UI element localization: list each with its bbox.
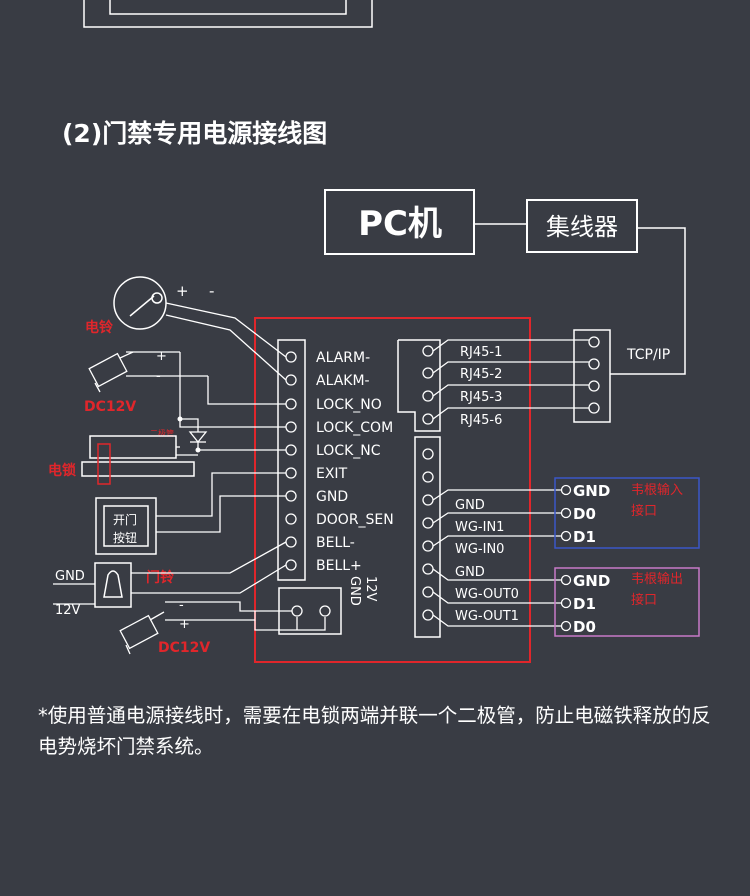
wiegand-terminal-strip [414, 436, 441, 638]
door-bell-12v: 12V [55, 603, 81, 618]
terminal-lock-nc: LOCK_NC [316, 443, 381, 459]
exit-button-label-1: 开门 [113, 512, 137, 527]
terminal-lock-com: LOCK_COM [316, 420, 393, 436]
dc-bottom-plus: + [179, 617, 190, 632]
wiegand-input-label-1: 韦根输入 [631, 482, 683, 498]
diode-label: 二极管 [150, 428, 174, 438]
wiegand-out-gnd: GND [573, 572, 610, 590]
wiegand-out-d0: D0 [573, 618, 596, 636]
rj45-wires [432, 339, 589, 420]
terminal-door-sen: DOOR_SEN [316, 512, 394, 528]
door-bell-icon [94, 562, 132, 608]
exit-button-label-2: 按钮 [113, 530, 137, 545]
terminal-exit: EXIT [316, 466, 348, 482]
terminal-gnd: GND [316, 489, 348, 505]
terminal-wg-gnd-1: GND [455, 498, 485, 513]
dc12v-top-label: DC12V [84, 399, 136, 415]
power-12v-label: 12V [363, 576, 378, 602]
dc12v-adapter-top-icon [88, 351, 134, 393]
wiring-note: *使用普通电源接线时，需要在电锁两端并联一个二极管，防止电磁铁释放的反电势烧坏门… [38, 704, 711, 758]
lock-label: 电锁 [48, 462, 76, 479]
wiegand-input-label-2: 接口 [631, 503, 657, 519]
left-terminal-labels: ALARM- ALAKM- LOCK_NO LOCK_COM LOCK_NC E… [316, 350, 394, 574]
terminal-wg-out1: WG-OUT1 [455, 609, 519, 624]
wiegand-output-box [554, 567, 700, 637]
pc-label: PC机 [358, 204, 442, 244]
junction-dots [177, 416, 201, 453]
terminal-lock-no: LOCK_NO [316, 397, 382, 413]
terminal-wg-out0: WG-OUT0 [455, 587, 519, 602]
section-title: (2)门禁专用电源接线图 [62, 119, 328, 148]
device-wires [53, 302, 326, 631]
bell-label: 电铃 [85, 319, 113, 336]
wiegand-in-d1: D1 [573, 528, 596, 546]
power-gnd-label: GND [347, 576, 362, 606]
hub-box [526, 199, 638, 253]
terminal-bell-plus: BELL+ [316, 558, 362, 574]
terminal-wg-in0: WG-IN0 [455, 542, 504, 557]
bell-icon [113, 276, 167, 330]
terminal-alakm-minus: ALAKM- [316, 373, 370, 389]
dc12v-adapter-bottom-icon [119, 611, 165, 655]
wiegand-output-label-1: 韦根输出 [631, 571, 683, 587]
door-bell-label: 门铃 [146, 569, 174, 586]
wiegand-in-d0: D0 [573, 505, 596, 523]
terminal-rj45-3: RJ45-3 [460, 390, 502, 405]
wiegand-input-box [554, 477, 700, 549]
bell-minus: - [209, 282, 214, 300]
wiegand-output-pins [560, 574, 572, 632]
network-wires [474, 223, 686, 375]
rj45-terminal-labels: RJ45-1 RJ45-2 RJ45-3 RJ45-6 [460, 345, 502, 428]
dc-bottom-minus: - [179, 598, 184, 613]
wiegand-terminal-labels: GND WG-IN1 WG-IN0 GND WG-OUT0 WG-OUT1 [455, 498, 519, 624]
hub-label: 集线器 [546, 213, 618, 241]
terminal-wg-gnd-2: GND [455, 565, 485, 580]
terminal-alarm-minus: ALARM- [316, 350, 370, 366]
previous-section-frame [83, 0, 373, 28]
wiegand-out-d1: D1 [573, 595, 596, 613]
door-bell-gnd: GND [55, 569, 85, 584]
wiegand-in-gnd: GND [573, 482, 610, 500]
wiegand-input-pins [560, 484, 572, 542]
terminal-wg-in1: WG-IN1 [455, 520, 504, 535]
terminal-rj45-2: RJ45-2 [460, 367, 502, 382]
terminal-rj45-6: RJ45-6 [460, 413, 502, 428]
wiegand-wires [432, 489, 562, 627]
tcp-ip-label: TCP/IP [626, 347, 670, 363]
dc-top-plus: + [156, 349, 167, 364]
wiegand-output-label-2: 接口 [631, 592, 657, 608]
power-terminal: 12V GND [278, 576, 378, 635]
terminal-bell-minus: BELL- [316, 535, 355, 551]
terminal-rj45-1: RJ45-1 [460, 345, 502, 360]
exit-button-icon [95, 497, 157, 555]
pc-box [324, 189, 475, 255]
bell-plus: + [176, 282, 189, 300]
rj45-terminal-strip [397, 339, 441, 432]
dc12v-bottom-label: DC12V [158, 640, 210, 656]
diode-icon [188, 431, 208, 444]
electric-lock-icon [81, 435, 195, 485]
